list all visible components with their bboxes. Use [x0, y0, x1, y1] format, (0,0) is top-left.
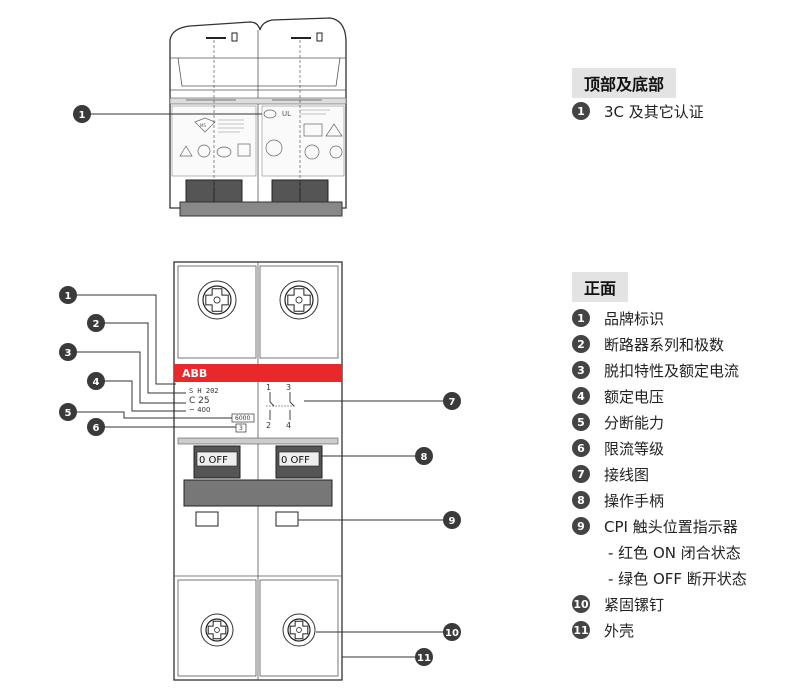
- terminal-2-text: 2: [266, 421, 271, 430]
- legend-item-voltage: 4 额定电压: [572, 383, 747, 409]
- callout-2-number: 2: [93, 319, 100, 330]
- callout-1-number: 1: [65, 291, 72, 302]
- screws: [197, 280, 319, 647]
- svg-text:UL: UL: [282, 110, 291, 118]
- legend-number: 1: [572, 309, 590, 327]
- top-bottom-heading: 顶部及底部: [572, 68, 677, 98]
- screw-top-right[interactable]: [279, 280, 319, 320]
- front-view: ABB S H 202 C 25 ~ 400 6000 3 1 3 2 4 0 …: [173, 261, 343, 681]
- callout-5-number: 5: [65, 408, 72, 419]
- legend-number: 7: [572, 465, 590, 483]
- top-legend-label: 3C 及其它认证: [604, 102, 704, 121]
- legend-number: 2: [572, 335, 590, 353]
- breaking-capacity-text: 6000: [235, 415, 250, 422]
- legend-label: 紧固镙钉: [604, 595, 665, 614]
- legend-label: 品牌标识: [604, 309, 665, 328]
- legend-sub-red-on: - 红色 ON 闭合状态: [608, 543, 741, 562]
- legend-item-housing: 11 外壳: [572, 617, 747, 643]
- legend-label: 接线图: [604, 465, 650, 484]
- screw-top-left[interactable]: [197, 280, 237, 320]
- handle-right-label: 0 OFF: [281, 455, 310, 466]
- legend-label: 额定电压: [604, 387, 665, 406]
- legend-number: 11: [572, 621, 590, 639]
- top-legend-item-1: 1 3C 及其它认证: [572, 98, 704, 124]
- legend-item-wiring: 7 接线图: [572, 461, 747, 487]
- callout-10-number: 10: [445, 628, 459, 639]
- legend-sub-green-off: - 绿色 OFF 断开状态: [608, 569, 747, 588]
- callout-4-number: 4: [93, 377, 100, 388]
- legend-item-breaking-capacity: 5 分断能力: [572, 409, 747, 435]
- legend-number: 3: [572, 361, 590, 379]
- legend-number: 8: [572, 491, 590, 509]
- legend-number: 6: [572, 439, 590, 457]
- terminal-1-text: 1: [266, 383, 271, 392]
- callout-7-number: 7: [449, 397, 456, 408]
- terminal-4-text: 4: [286, 421, 291, 430]
- handle-bar[interactable]: [183, 479, 333, 507]
- screw-bottom-left[interactable]: [200, 613, 234, 647]
- top-callout-1-number: 1: [79, 110, 86, 121]
- front-callouts: 1 2 3 4 5 6 7 8 9 10 11: [59, 286, 461, 666]
- top-callout-1: 1: [73, 105, 262, 123]
- top-view: MS UL: [169, 17, 347, 217]
- legend-label: 分断能力: [604, 413, 665, 432]
- legend-item-brand: 1 品牌标识: [572, 305, 747, 331]
- legend-label: CPI 触头位置指示器: [604, 517, 738, 536]
- legend-label: 限流等级: [604, 439, 665, 458]
- brand-logo-text: ABB: [182, 367, 207, 380]
- callout-3-number: 3: [65, 348, 72, 359]
- curve-rating-text: C 25: [189, 396, 210, 406]
- legend-number: 9: [572, 517, 590, 535]
- terminal-3-text: 3: [286, 383, 291, 392]
- callout-6-number: 6: [93, 423, 100, 434]
- legend-item-trip-curve: 3 脱扣特性及额定电流: [572, 357, 747, 383]
- legend-number: 4: [572, 387, 590, 405]
- legend-item-cpi: 9 CPI 触头位置指示器: [572, 513, 747, 539]
- legend-label: 断路器系列和极数: [604, 335, 725, 354]
- front-legend: 1 品牌标识 2 断路器系列和极数 3 脱扣特性及额定电流 4 额定电压 5 分…: [572, 305, 747, 643]
- callout-9-number: 9: [449, 516, 456, 527]
- legend-item-handle: 8 操作手柄: [572, 487, 747, 513]
- series-text: S H 202: [189, 387, 219, 395]
- legend-label: 脱扣特性及额定电流: [604, 361, 740, 380]
- legend-item-limiting-class: 6 限流等级: [572, 435, 747, 461]
- brand-stripe: [174, 364, 342, 382]
- cpi-indicator-left: [195, 511, 219, 527]
- callout-8-number: 8: [421, 452, 428, 463]
- top-legend-number: 1: [572, 102, 590, 120]
- legend-number: 10: [572, 595, 590, 613]
- top-legend: 1 3C 及其它认证: [572, 98, 704, 124]
- cpi-indicator-right: [275, 511, 299, 527]
- limiting-class-text: 3: [239, 425, 243, 432]
- voltage-text: ~ 400: [189, 406, 210, 414]
- legend-item-series: 2 断路器系列和极数: [572, 331, 747, 357]
- front-heading: 正面: [572, 272, 629, 302]
- svg-text:MS: MS: [200, 123, 206, 128]
- legend-label: 外壳: [604, 621, 635, 640]
- legend-number: 5: [572, 413, 590, 431]
- callout-11-number: 11: [417, 653, 431, 664]
- legend-item-screw: 10 紧固镙钉: [572, 591, 747, 617]
- screw-bottom-right[interactable]: [282, 613, 316, 647]
- handle-left-label: 0 OFF: [199, 455, 228, 466]
- legend-label: 操作手柄: [604, 491, 665, 510]
